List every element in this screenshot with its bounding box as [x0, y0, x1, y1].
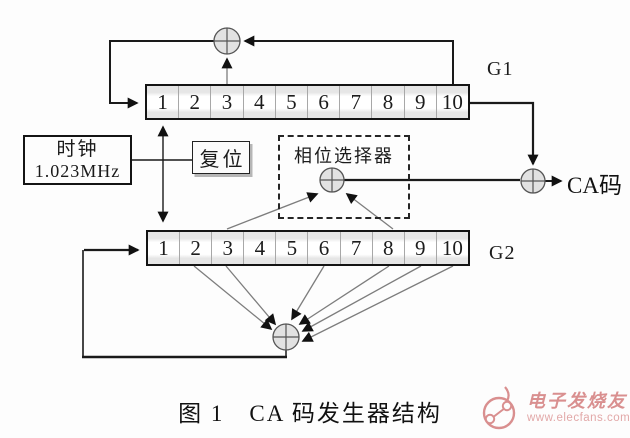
g1-cell-7: 7: [340, 86, 373, 118]
g1-cell-10: 10: [441, 89, 463, 114]
elecfans-logo-icon: [482, 386, 516, 430]
output-xor-gate-icon: [520, 168, 546, 194]
clock-label: 时钟: [56, 138, 99, 160]
g2-cell-10: 10: [441, 235, 463, 260]
ca-output-label: CA码: [567, 173, 622, 198]
g2-cell-2: 2: [180, 232, 213, 264]
phase-selector-label: 相位选择器: [294, 146, 394, 166]
watermark-url: www.elecfans.com: [527, 411, 630, 424]
g1-cell-6: 6: [308, 86, 341, 118]
g2-cell-1: 1: [148, 232, 181, 264]
clock-frequency: 1.023MHz: [34, 160, 121, 181]
g2-cell-7: 7: [341, 232, 373, 264]
g1-cell-8: 8: [372, 86, 405, 118]
g2-cell-5: 5: [276, 232, 309, 264]
g1-output-wire: [469, 101, 539, 166]
watermark: 电子发烧友 www.elecfans.com: [477, 383, 630, 433]
g2-tap-wires: [193, 265, 454, 342]
g2-cell-4: 4: [244, 232, 277, 264]
g1-label: G1: [487, 58, 514, 80]
g2-register: 1 2 3 4 5 6 7 8 9 10: [146, 230, 470, 266]
g1-cell-3: 3: [211, 86, 244, 118]
g2-cell-3: 3: [212, 232, 245, 264]
g2-label: G2: [489, 242, 516, 264]
g1-cell-1: 1: [147, 86, 180, 118]
g2-feedback-wire: [82, 250, 287, 359]
g1-cell-9: 9: [405, 86, 437, 118]
g2-cell-6: 6: [308, 232, 341, 264]
g2-cell-9: 9: [405, 232, 437, 264]
phase-selector-box: 相位选择器: [278, 135, 410, 219]
g1-cell-5: 5: [276, 86, 309, 118]
g2-xor-gate-icon: [272, 323, 300, 351]
figure-caption: 图 1 CA 码发生器结构: [178, 401, 442, 426]
g1-register: 1 2 3 4 5 6 7 8 9 10: [145, 84, 470, 120]
g1-xor-gate-icon: [213, 27, 241, 55]
clock-box: 时钟 1.023MHz: [23, 135, 132, 185]
g2-cell-8: 8: [373, 232, 405, 264]
reset-box: 复位: [192, 141, 250, 174]
watermark-brand: 电子发烧友: [527, 390, 627, 411]
g1-cell-2: 2: [179, 86, 212, 118]
g1-cell-4: 4: [244, 86, 276, 118]
